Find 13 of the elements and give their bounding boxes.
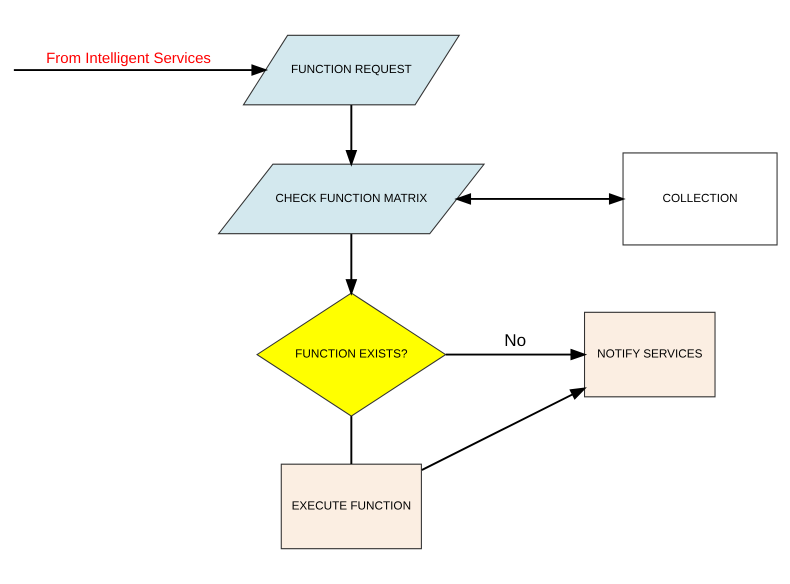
connector — [350, 416, 352, 464]
node-box: NOTIFY SERVICES — [584, 312, 716, 398]
edge-label: From Intelligent Services — [46, 50, 211, 67]
node-box: COLLECTION — [622, 152, 778, 246]
arrow — [421, 387, 587, 471]
arrow — [345, 234, 358, 296]
node-box: EXECUTE FUNCTION — [280, 464, 422, 550]
edge-label: No — [504, 330, 526, 350]
arrow — [345, 105, 358, 167]
node-diamond: FUNCTION EXISTS? — [256, 292, 447, 417]
arrow — [454, 193, 626, 205]
arrow — [14, 64, 268, 76]
arrow — [446, 348, 588, 360]
